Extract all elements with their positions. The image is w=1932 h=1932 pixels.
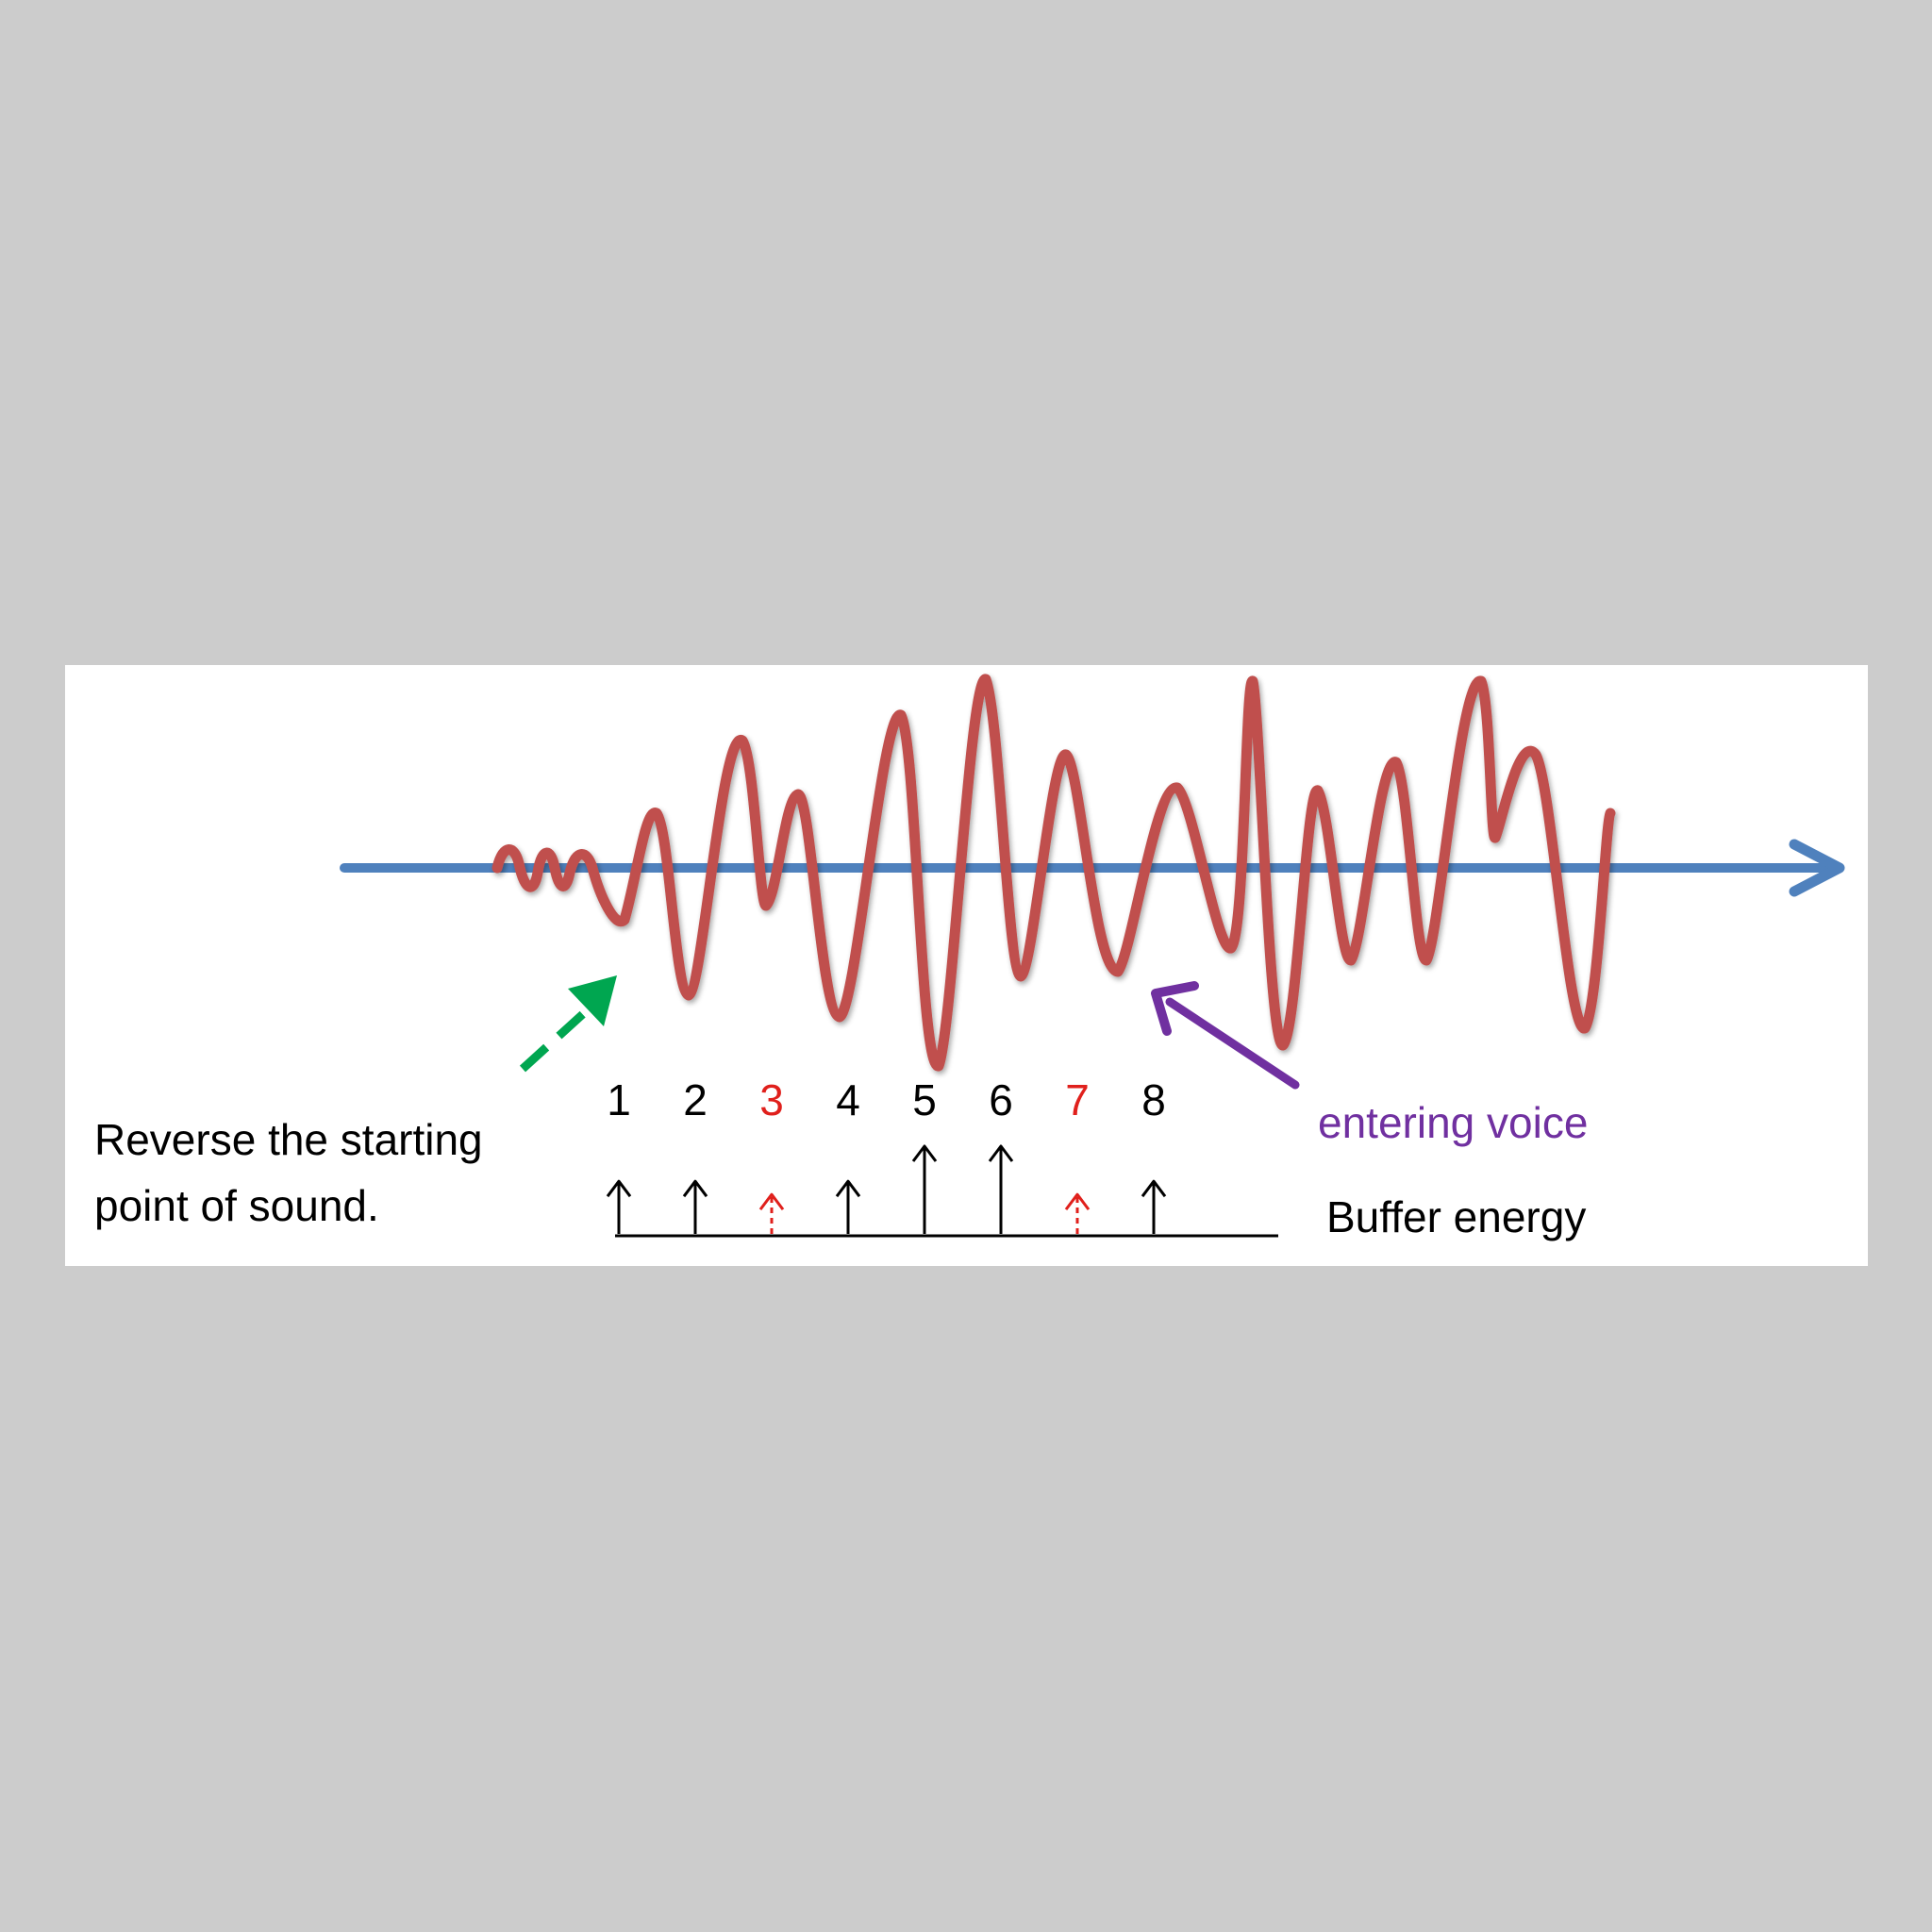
buffer-number-5: 5 <box>912 1075 937 1124</box>
buffer-energy-arrowhead-8 <box>1141 1179 1167 1198</box>
entering-voice-label: entering voice <box>1318 1098 1588 1147</box>
buffer-number-2: 2 <box>683 1075 708 1124</box>
buffer-energy-arrowhead-3 <box>758 1192 785 1211</box>
entering-voice-arrowhead <box>1151 981 1199 1036</box>
buffer-number-4: 4 <box>836 1075 860 1124</box>
buffer-energy-arrowhead-6 <box>988 1144 1014 1162</box>
start-point-label-line2: point of sound. <box>94 1181 379 1230</box>
buffer-energy-arrowhead-2 <box>682 1179 708 1198</box>
start-point-arrow <box>519 999 599 1073</box>
sound-waveform <box>491 674 1616 1072</box>
buffer-energy-label: Buffer energy <box>1326 1192 1586 1241</box>
time-axis-arrowhead <box>1789 839 1845 897</box>
start-point-arrowhead <box>568 975 617 1026</box>
buffer-number-6: 6 <box>989 1075 1013 1124</box>
buffer-energy-arrowhead-7 <box>1064 1192 1091 1211</box>
buffer-number-7: 7 <box>1065 1075 1090 1124</box>
buffer-number-1: 1 <box>607 1075 631 1124</box>
start-point-label-line1: Reverse the starting <box>94 1115 483 1164</box>
buffer-energy-arrowhead-5 <box>911 1144 938 1162</box>
buffer-group: 1 2 3 4 5 6 7 8 <box>606 1075 1167 1234</box>
buffer-energy-arrowhead-1 <box>606 1179 632 1198</box>
buffer-energy-arrowhead-4 <box>835 1179 861 1198</box>
entering-voice-arrow <box>1165 997 1300 1090</box>
buffer-number-8: 8 <box>1141 1075 1166 1124</box>
buffer-number-3: 3 <box>759 1075 784 1124</box>
